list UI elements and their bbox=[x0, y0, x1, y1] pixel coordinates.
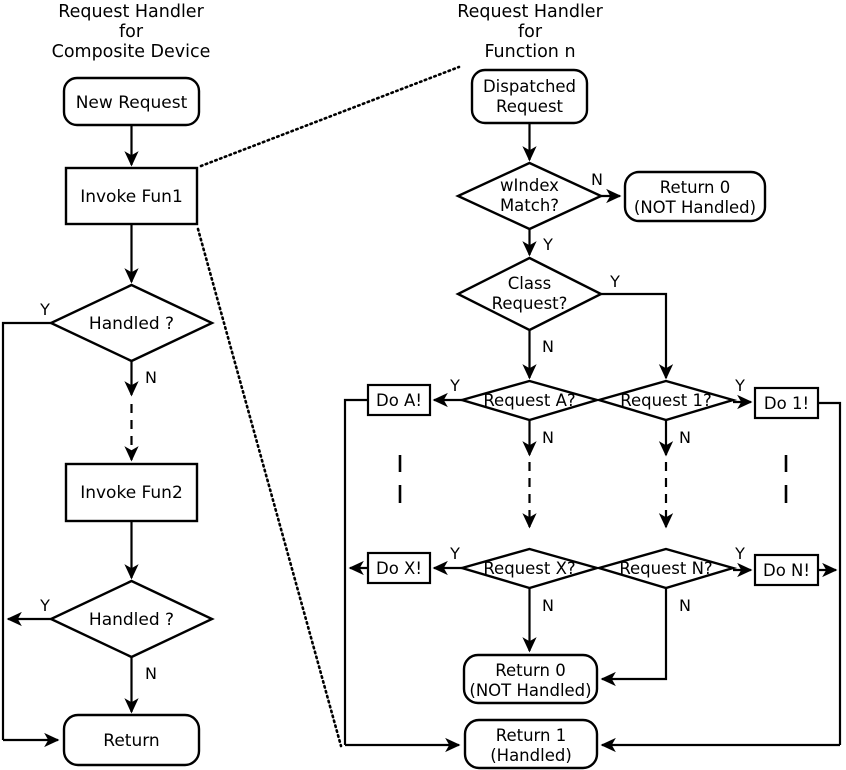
node-invoke-fun1-label: Invoke Fun1 bbox=[80, 187, 183, 207]
node-class-request-line-1: Class bbox=[508, 274, 551, 293]
edge-doa-to-left-rail bbox=[343, 398, 368, 745]
node-do-n-label: Do N! bbox=[763, 561, 810, 580]
node-class-request: Class Request? Y N bbox=[455, 256, 620, 356]
edge-handled1-yes-rail bbox=[1, 321, 51, 740]
node-request-x-label: Request X? bbox=[483, 559, 575, 578]
label-handled-1-no: N bbox=[145, 368, 157, 387]
node-request-n: Request N? Y N bbox=[594, 544, 745, 615]
node-return0-bottom-line-1: Return 0 bbox=[495, 661, 566, 680]
node-request-1-label: Request 1? bbox=[620, 391, 712, 410]
dotted-connector-top bbox=[199, 65, 461, 168]
label-request-1-yes: Y bbox=[734, 376, 745, 395]
node-dispatched-request-line-2: Request bbox=[496, 97, 564, 116]
node-handled-2-label: Handled ? bbox=[89, 610, 174, 630]
label-class-yes: Y bbox=[609, 272, 620, 291]
node-windex-match: wIndex Match? N Y bbox=[455, 161, 604, 254]
node-request-1: Request 1? Y N bbox=[594, 376, 745, 447]
dotted-connector-bottom bbox=[196, 227, 343, 748]
node-windex-match-line-1: wIndex bbox=[500, 176, 559, 195]
label-request-n-yes: Y bbox=[734, 544, 745, 563]
node-do-a-label: Do A! bbox=[376, 391, 422, 410]
node-return1-line-2: (Handled) bbox=[490, 746, 572, 765]
node-return1: Return 1 (Handled) bbox=[463, 718, 599, 770]
node-return: Return bbox=[62, 713, 201, 767]
node-handled-1: Handled ? Y N bbox=[39, 283, 215, 387]
edge-class-yes-to-request1 bbox=[601, 292, 674, 380]
label-request-a-no: N bbox=[542, 428, 554, 447]
node-do-n: Do N! bbox=[753, 553, 820, 587]
node-return-label: Return bbox=[103, 731, 159, 751]
label-class-no: N bbox=[542, 337, 554, 356]
label-request-x-no: N bbox=[542, 596, 554, 615]
node-new-request-label: New Request bbox=[76, 93, 188, 113]
label-request-1-no: N bbox=[679, 428, 691, 447]
node-return0-top-line-1: Return 0 bbox=[660, 178, 731, 197]
node-invoke-fun1: Invoke Fun1 bbox=[64, 166, 199, 226]
right-title-line-1: Request Handler bbox=[457, 2, 603, 22]
node-windex-match-line-2: Match? bbox=[500, 196, 559, 215]
node-invoke-fun2: Invoke Fun2 bbox=[64, 462, 199, 523]
node-request-x: Request X? Y N bbox=[449, 544, 602, 615]
edge-requestn-no-to-return0 bbox=[600, 588, 668, 687]
label-request-x-yes: Y bbox=[449, 544, 460, 563]
right-title-line-3: Function n bbox=[484, 42, 575, 62]
node-request-a: Request A? Y N bbox=[449, 376, 602, 447]
node-dispatched-request: Dispatched Request bbox=[470, 68, 589, 125]
node-return0-top-line-2: (NOT Handled) bbox=[634, 198, 756, 217]
label-handled-2-yes: Y bbox=[39, 596, 50, 615]
label-windex-yes: Y bbox=[542, 235, 553, 254]
node-return0-top: Return 0 (NOT Handled) bbox=[623, 170, 767, 223]
label-handled-1-yes: Y bbox=[39, 300, 50, 319]
left-title: Request Handler for Composite Device bbox=[52, 2, 211, 62]
right-title-line-2: for bbox=[518, 22, 543, 42]
node-new-request: New Request bbox=[62, 76, 201, 127]
node-do-x-label: Do X! bbox=[376, 559, 422, 578]
node-invoke-fun2-label: Invoke Fun2 bbox=[80, 483, 183, 503]
node-return0-bottom: Return 0 (NOT Handled) bbox=[462, 653, 599, 705]
node-request-a-label: Request A? bbox=[483, 391, 575, 410]
node-return1-line-1: Return 1 bbox=[496, 726, 567, 745]
node-dispatched-request-line-1: Dispatched bbox=[483, 77, 576, 96]
node-do-1: Do 1! bbox=[753, 386, 820, 420]
node-do-a: Do A! bbox=[366, 383, 432, 417]
right-title: Request Handler for Function n bbox=[457, 2, 603, 62]
node-handled-1-label: Handled ? bbox=[89, 314, 174, 334]
node-class-request-line-2: Request? bbox=[492, 294, 568, 313]
edge-do1-to-right-rail bbox=[818, 401, 842, 745]
node-do-1-label: Do 1! bbox=[764, 394, 809, 413]
left-title-line-3: Composite Device bbox=[52, 42, 211, 62]
label-request-n-no: N bbox=[679, 596, 691, 615]
label-windex-no: N bbox=[591, 170, 603, 189]
left-title-line-2: for bbox=[119, 22, 144, 42]
node-request-n-label: Request N? bbox=[619, 559, 712, 578]
node-do-x: Do X! bbox=[366, 551, 432, 585]
node-return0-bottom-line-2: (NOT Handled) bbox=[469, 681, 591, 700]
node-handled-2: Handled ? Y N bbox=[39, 579, 215, 683]
left-title-line-1: Request Handler bbox=[58, 2, 204, 22]
label-request-a-yes: Y bbox=[449, 376, 460, 395]
label-handled-2-no: N bbox=[145, 664, 157, 683]
